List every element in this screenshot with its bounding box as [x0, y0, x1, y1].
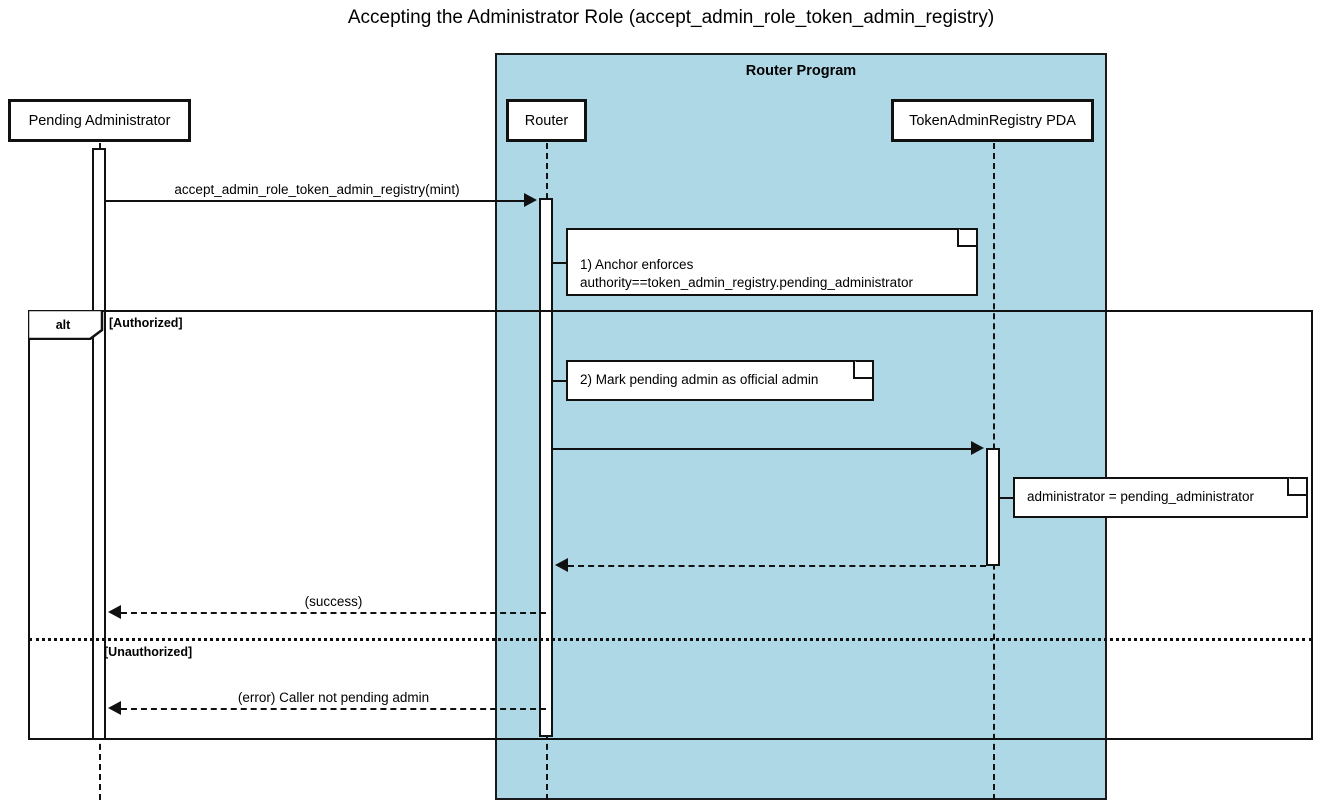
note-connector-1 — [553, 262, 567, 264]
message-line-error — [121, 708, 546, 710]
message-arrowhead-accept-admin-role — [524, 193, 537, 207]
note-connector-2 — [553, 380, 567, 382]
message-line-accept-admin-role — [106, 200, 528, 202]
note-text: administrator = pending_administrator — [1027, 489, 1254, 505]
note-mark-pending-admin: 2) Mark pending admin as official admin — [566, 360, 874, 401]
message-line-pda-return — [568, 565, 986, 567]
note-anchor-enforces: 1) Anchor enforces authority==token_admi… — [566, 228, 978, 296]
message-label-success: (success) — [304, 594, 363, 609]
message-arrowhead-success — [108, 605, 121, 619]
message-arrowhead-error — [108, 701, 121, 715]
message-arrowhead-router-to-pda — [971, 441, 984, 455]
participant-router[interactable]: Router — [506, 99, 587, 142]
activation-bar-pda — [986, 448, 1000, 566]
note-text: 2) Mark pending admin as official admin — [580, 372, 819, 388]
message-line-router-to-pda — [553, 448, 975, 450]
message-label-error: (error) Caller not pending admin — [237, 690, 430, 705]
alt-branch-condition-authorized: [Authorized] — [109, 316, 183, 330]
note-text: 1) Anchor enforces authority==token_admi… — [580, 257, 913, 291]
message-label-accept-admin-role: accept_admin_role_token_admin_registry(m… — [174, 182, 460, 197]
activation-bar-router — [539, 198, 553, 737]
alt-fragment-operator-label: alt — [55, 317, 71, 332]
group-box-router-program: Router Program — [495, 53, 1107, 800]
message-line-success — [121, 612, 546, 614]
note-administrator-assignment: administrator = pending_administrator — [1013, 477, 1308, 518]
participant-pending-administrator[interactable]: Pending Administrator — [8, 99, 191, 142]
note-connector-3 — [1000, 497, 1014, 499]
diagram-title: Accepting the Administrator Role (accept… — [347, 7, 995, 28]
participant-token-admin-registry-pda[interactable]: TokenAdminRegistry PDA — [891, 99, 1094, 142]
alt-fragment-tag-shape — [28, 310, 104, 340]
note-fold-corner-icon — [1287, 478, 1306, 501]
group-box-label: Router Program — [745, 63, 857, 79]
note-fold-corner-icon — [957, 229, 976, 252]
participant-label: Router — [524, 112, 569, 129]
participant-label: TokenAdminRegistry PDA — [909, 112, 1076, 129]
participant-label: Pending Administrator — [28, 112, 171, 129]
alt-branch-condition-unauthorized: [Unauthorized] — [104, 645, 193, 659]
message-arrowhead-pda-return — [555, 558, 568, 572]
note-fold-corner-icon — [853, 361, 872, 384]
alt-fragment-divider — [29, 638, 1312, 641]
